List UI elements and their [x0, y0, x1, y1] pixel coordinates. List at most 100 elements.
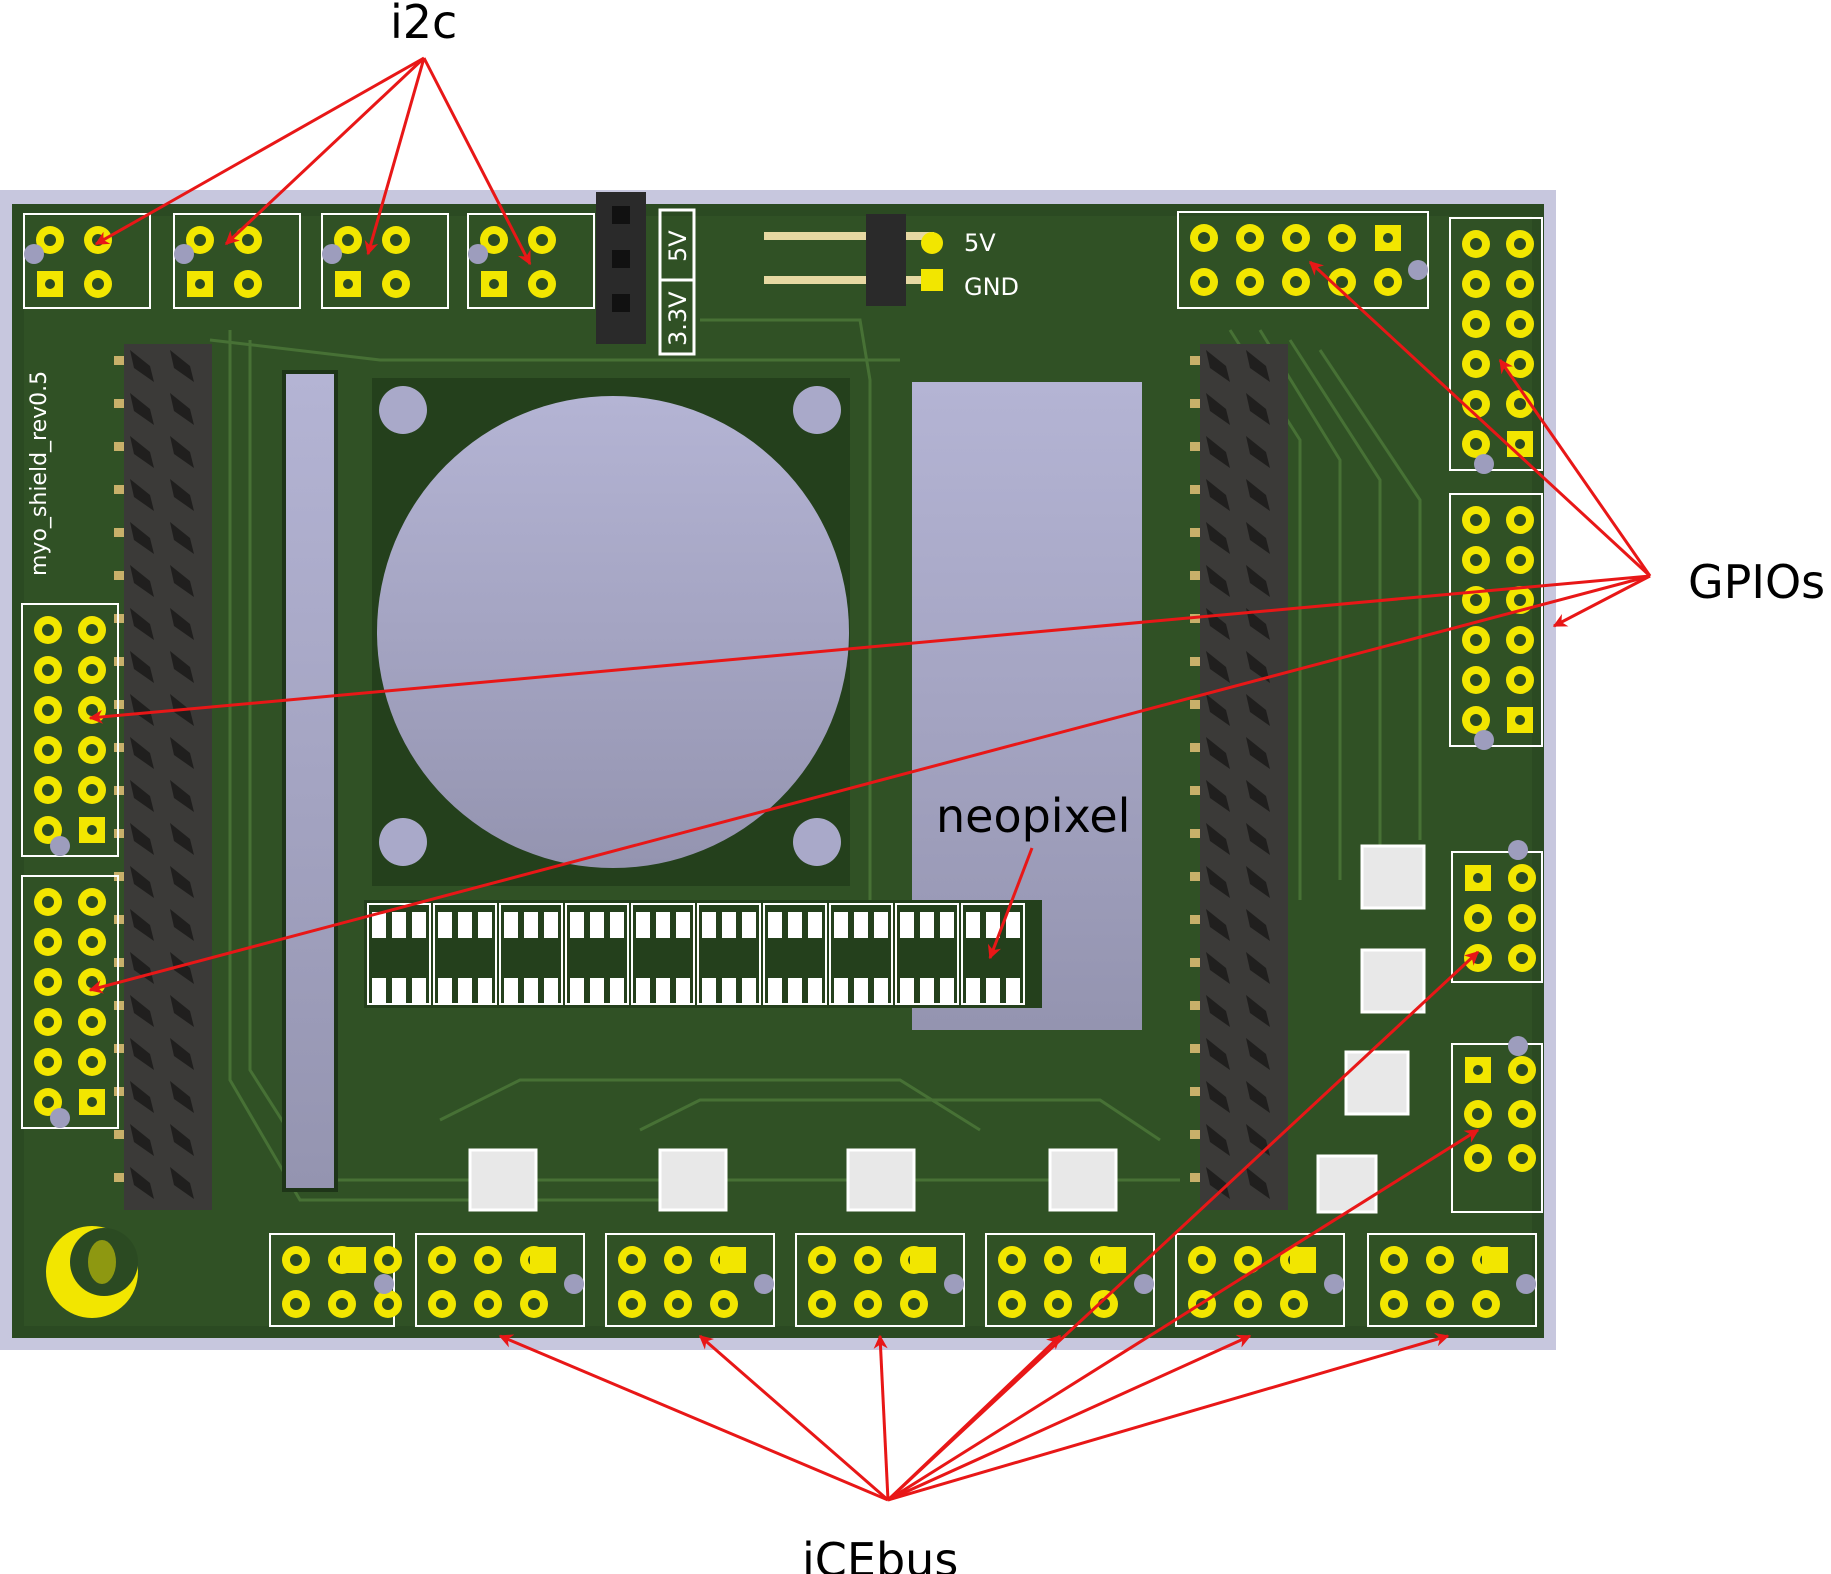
header-pin [1206, 1124, 1230, 1156]
neopixel-pad [656, 978, 670, 1004]
pad-hole [1516, 1064, 1528, 1076]
pad-hole [1336, 276, 1348, 288]
header-pin [1246, 866, 1270, 898]
icebus-connector-bottom-4 [795, 1233, 965, 1327]
connector-outline [1177, 211, 1429, 309]
connector-outline [1451, 1043, 1543, 1213]
pad-hole [1006, 1254, 1018, 1266]
header-pin [1206, 780, 1230, 812]
neopixel-pad [676, 912, 690, 938]
annotation-arrow-3 [364, 57, 426, 256]
neopixel-pad [438, 912, 452, 938]
header-pin [170, 393, 194, 425]
icebus-connector-bottom-3 [605, 1233, 775, 1327]
header-pin [114, 528, 124, 537]
gpio-connector-top [1177, 211, 1429, 309]
pad-hole [672, 1254, 684, 1266]
header-pin [114, 485, 124, 494]
pad-hole [86, 1056, 98, 1068]
pad-hole [42, 784, 54, 796]
pad-hole [86, 744, 98, 756]
annotation-arrow-11 [498, 1334, 889, 1502]
pad-hole [1470, 238, 1482, 250]
neopixel-pad [438, 978, 452, 1004]
pad-hole [1388, 1298, 1400, 1310]
neopixel-pad [768, 912, 782, 938]
neopixel-pad [656, 912, 670, 938]
pad-hole [1472, 912, 1484, 924]
neopixel-pad [458, 912, 472, 938]
pad-hole [908, 1298, 920, 1310]
mounting-hole [322, 244, 342, 264]
mounting-hole [1508, 840, 1528, 860]
header-pin [1206, 1167, 1230, 1199]
pad-hole [1242, 1254, 1254, 1266]
jumper-label-5v: 5V [664, 230, 692, 262]
header-pin [1246, 909, 1270, 941]
header-pin [1190, 442, 1200, 451]
neopixel-pad [524, 978, 538, 1004]
header-pin [1190, 528, 1200, 537]
header-pin [1190, 743, 1200, 752]
mounting-hole [468, 244, 488, 264]
header-pin [1190, 829, 1200, 838]
mounting-hole [1516, 1274, 1536, 1294]
pad-hole [1514, 634, 1526, 646]
header-pin [130, 694, 154, 726]
pad-hole [1514, 278, 1526, 290]
gpio-connector-right-1 [1449, 217, 1543, 474]
header-pin [170, 436, 194, 468]
header-pin [130, 909, 154, 941]
mounting-hole [174, 244, 194, 264]
pin-1-pad [1290, 1247, 1316, 1273]
pad-hole [1288, 1298, 1300, 1310]
pad-hole [290, 1254, 302, 1266]
neopixel-pad [636, 978, 650, 1004]
pad-hole [86, 624, 98, 636]
pad-hole [86, 784, 98, 796]
pin-1-pad [910, 1247, 936, 1273]
connector-outline [23, 213, 151, 309]
pad-hole [42, 744, 54, 756]
pad-hole [242, 234, 254, 246]
pad-hole [1244, 232, 1256, 244]
header-pin [130, 823, 154, 855]
header-pin [1246, 995, 1270, 1027]
pad-hole [87, 1097, 97, 1107]
pad-hole [1473, 873, 1483, 883]
pad-hole [1514, 238, 1526, 250]
ic-right-1 [1360, 844, 1426, 910]
annotation-arrow-12 [698, 1334, 889, 1502]
neopixel-pad [920, 912, 934, 938]
pad-hole [195, 279, 205, 289]
header-pin [130, 1124, 154, 1156]
ic-bottom-3 [846, 1148, 916, 1212]
neopixel-pad [834, 978, 848, 1004]
header-pin [170, 1038, 194, 1070]
pad-hole [1516, 1152, 1528, 1164]
neopixel-pad [610, 912, 624, 938]
header-pin [170, 1081, 194, 1113]
pad-hole [1290, 232, 1302, 244]
header-pin [1190, 399, 1200, 408]
neopixel-pad [742, 978, 756, 1004]
pad-hole [1472, 1152, 1484, 1164]
header-pin [1246, 393, 1270, 425]
header-pin [1190, 1173, 1200, 1182]
connector-outline [21, 875, 119, 1129]
pad-hole [482, 1254, 494, 1266]
pad-hole [42, 1096, 54, 1108]
annotation-arrow-4 [422, 57, 532, 266]
neopixel-pad [702, 978, 716, 1004]
annotation-arrow-1 [94, 56, 425, 246]
neopixel-pad [504, 912, 518, 938]
pad-hole [536, 234, 548, 246]
pad-hole [1472, 1108, 1484, 1120]
pad-hole [86, 976, 98, 988]
neopixel-pad [788, 912, 802, 938]
header-pin [1206, 866, 1230, 898]
pad-hole [1516, 952, 1528, 964]
header-pin [114, 399, 124, 408]
power-label-gnd: GND [964, 273, 1019, 301]
header-pin [1190, 485, 1200, 494]
